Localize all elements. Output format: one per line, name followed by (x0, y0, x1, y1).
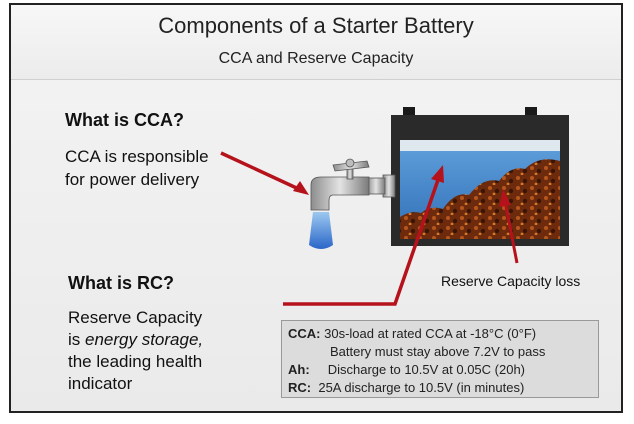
sediment-deposit (400, 159, 560, 239)
rc-answer: Reserve Capacity is energy storage, the … (68, 307, 258, 395)
rc-answer-line: the leading health (68, 352, 203, 371)
rc-question: What is RC? (68, 273, 174, 293)
rc-answer-line: Reserve Capacity (68, 308, 203, 327)
rc-loss-arrowhead-icon (499, 189, 511, 207)
info-label: RC: (288, 380, 312, 395)
water-stream (309, 212, 333, 249)
rc-answer-prefix: is (68, 330, 85, 349)
info-row-ah: Ah: Discharge to 10.5V at 0.05C (20h) (288, 361, 598, 379)
slide: Components of a Starter Battery CCA and … (9, 3, 623, 413)
slide-title: Components of a Starter Battery (158, 13, 474, 38)
cca-answer-line: CCA is responsible (65, 147, 209, 166)
info-label: Ah: (288, 362, 310, 377)
rc-arrow (283, 176, 441, 306)
rc-arrowhead-icon (431, 165, 444, 183)
info-row-cca: CCA: 30s-load at rated CCA at -18°C (0°F… (288, 325, 598, 343)
info-row-cca-cont: Battery must stay above 7.2V to pass (288, 343, 598, 361)
info-label: CCA: (288, 326, 321, 341)
battery-body (391, 131, 569, 246)
cca-question: What is CCA? (65, 110, 184, 130)
battery-terminal-left (403, 107, 415, 117)
info-text: 25A discharge to 10.5V (in minutes) (318, 380, 525, 395)
info-text: 30s-load at rated CCA at -18°C (0°F) (324, 326, 537, 341)
rc-loss-arrow (503, 200, 519, 264)
rc-answer-emphasis: energy storage, (85, 330, 204, 349)
cca-answer: CCA is responsible for power delivery (65, 145, 265, 191)
rc-answer-line: indicator (68, 374, 133, 393)
info-text: Battery must stay above 7.2V to pass (330, 344, 546, 359)
arrows (220, 151, 519, 306)
battery-terminal-right (525, 107, 537, 117)
battery-diagram (220, 107, 569, 306)
reserve-capacity-loss-label: Reserve Capacity loss (441, 273, 581, 289)
battery-lid (391, 115, 569, 133)
slide-header: Components of a Starter Battery CCA and … (11, 5, 621, 80)
cca-arrowhead-icon (293, 181, 309, 195)
info-text: Discharge to 10.5V at 0.05C (20h) (327, 362, 526, 377)
rc-answer-line: is energy storage, (68, 329, 258, 351)
spec-info-box: CCA: 30s-load at rated CCA at -18°C (0°F… (281, 320, 599, 398)
cca-arrow (220, 151, 304, 193)
faucet-icon (310, 158, 396, 211)
info-row-rc: RC: 25A discharge to 10.5V (in minutes) (288, 379, 598, 397)
cca-answer-line: for power delivery (65, 170, 200, 189)
slide-subtitle: CCA and Reserve Capacity (218, 50, 414, 67)
